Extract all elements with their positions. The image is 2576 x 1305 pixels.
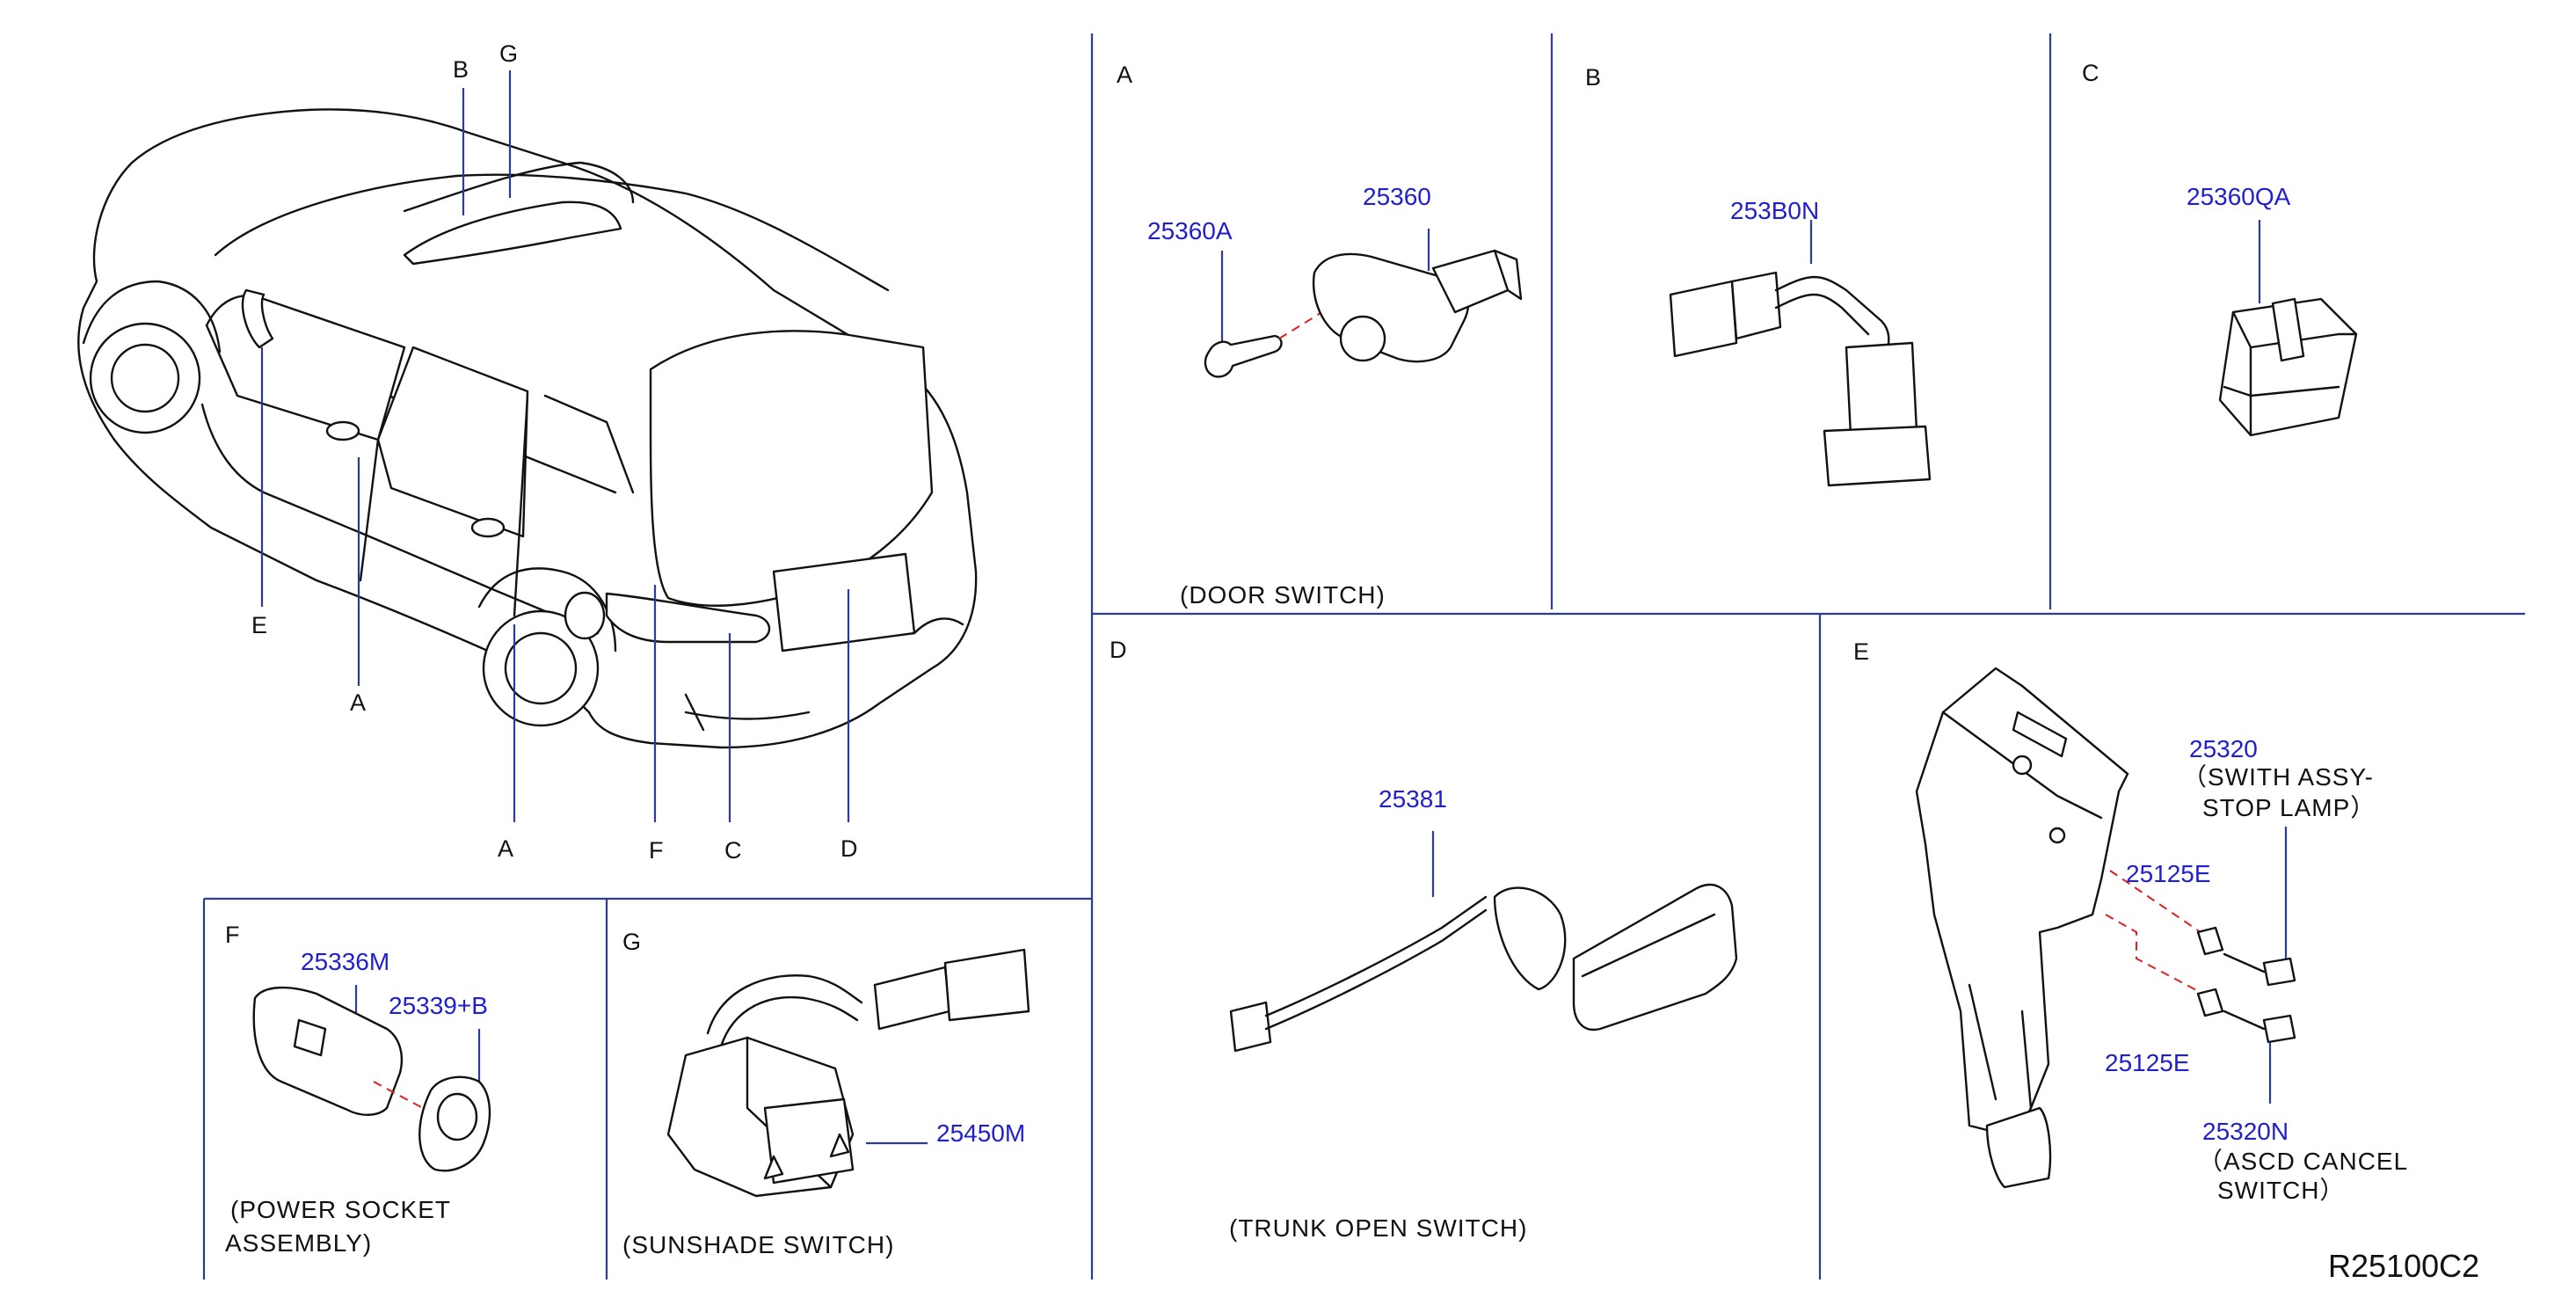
part-25125e-lower: 25125E [2105,1049,2190,1076]
part-25360: 25360 [1363,183,1431,210]
panel-b-letter: B [1585,64,1602,91]
part-25125e-upper: 25125E [2126,860,2211,887]
part-25339b: 25339+B [389,992,488,1019]
callout-a-lower: A [498,835,514,862]
part-25360a: 25360A [1147,217,1233,244]
callout-c: C [724,837,742,864]
callout-d: D [840,835,858,862]
trunk-switch-drawing [1229,831,1738,1053]
callout-g: G [499,40,519,67]
part-25320: 25320 [2189,735,2258,762]
door-switch-caption: (DOOR SWITCH) [1180,581,1386,609]
part-25320n: 25320N [2202,1118,2289,1145]
pedal-assembly-drawing [1915,667,2296,1189]
sunshade-switch-drawing [666,948,1030,1198]
power-socket-caption-line1: (POWER SOCKET [230,1196,452,1223]
panel-c-letter: C [2082,60,2099,86]
panel-g-letter: G [622,929,642,955]
trunk-switch-caption: (TRUNK OPEN SWITCH) [1229,1214,1528,1242]
diagram-reference: R25100C2 [2328,1248,2480,1284]
part-25320n-desc-line2: SWITCH） [2217,1177,2346,1204]
part-25336m: 25336M [301,948,390,975]
callout-a-upper: A [350,689,367,716]
callout-f: F [649,837,664,864]
panel-d-letter: D [1110,637,1127,663]
vehicle-illustration [77,108,978,749]
power-socket-caption-line2: ASSEMBLY) [225,1229,373,1257]
part-25450m: 25450M [936,1119,1026,1147]
panel-frame [202,33,2525,1279]
panel-f-letter: F [225,922,240,948]
part-25320n-desc-line1: （ASCD CANCEL [2198,1148,2409,1175]
part-25360qa: 25360QA [2187,183,2291,210]
callout-b: B [453,56,469,83]
sensor-drawing [1669,220,1932,487]
sunshade-switch-caption: (SUNSHADE SWITCH) [622,1231,895,1258]
switch-drawing [2218,220,2358,437]
callout-e: E [251,612,268,638]
part-25320-desc-line1: （SWITH ASSY- [2182,763,2374,791]
part-25320-desc-line2: STOP LAMP） [2202,794,2376,821]
part-25381: 25381 [1379,785,1447,813]
vehicle-callout-leaders [260,70,850,822]
panel-e-letter: E [1853,638,1870,665]
power-socket-drawing [252,985,491,1172]
part-253b0n: 253B0N [1730,197,1820,224]
door-switch-drawing [1204,229,1523,378]
panel-a-letter: A [1117,62,1133,88]
